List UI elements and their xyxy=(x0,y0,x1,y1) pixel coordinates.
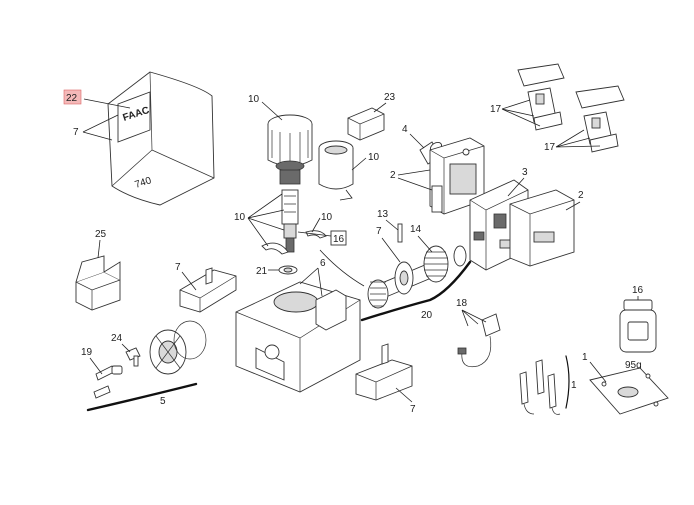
callout-14: 14 xyxy=(410,224,422,235)
callout-4: 4 xyxy=(402,124,408,135)
callout-16-badge: 16 xyxy=(333,234,345,245)
callout-17-top: 17 xyxy=(490,104,502,115)
foundation-bolts-1[interactable] xyxy=(519,359,561,415)
callout-7-rack: 7 xyxy=(410,404,416,415)
callout-24: 24 xyxy=(111,333,123,344)
rack-block-7[interactable] xyxy=(355,343,413,401)
callout-20: 20 xyxy=(421,310,433,321)
callout-7-bracket: 7 xyxy=(175,262,181,273)
callout-16-jar: 16 xyxy=(632,285,644,296)
grease-badge-16[interactable] xyxy=(330,230,347,246)
callout-7-pin: 7 xyxy=(376,226,382,237)
callout-18: 18 xyxy=(456,298,468,309)
encoder-sensor-18[interactable] xyxy=(457,313,501,368)
gearbox-housing-6[interactable] xyxy=(235,281,361,393)
callout-5: 5 xyxy=(160,396,166,407)
callout-19: 19 xyxy=(81,347,93,358)
callout-6: 6 xyxy=(320,258,326,269)
box-25[interactable] xyxy=(75,255,121,311)
control-board-bracket[interactable] xyxy=(429,137,485,215)
release-knob-5[interactable] xyxy=(149,320,207,375)
stator-10[interactable] xyxy=(318,140,354,201)
limit-switch-17-top[interactable] xyxy=(517,63,565,131)
callout-7-cover: 7 xyxy=(73,127,79,138)
callout-10-shaft: 10 xyxy=(234,212,246,223)
motor-rotor-assembly[interactable] xyxy=(267,114,313,185)
callout-10-motor: 10 xyxy=(248,94,260,105)
cover-model-text: 740 xyxy=(134,175,154,191)
callout-25: 25 xyxy=(95,229,107,240)
callout-1-top: 1 xyxy=(582,352,588,363)
callout-10-ring: 10 xyxy=(321,212,333,223)
transformer-box-2[interactable] xyxy=(509,189,575,267)
callout-13: 13 xyxy=(377,209,389,220)
gear-14[interactable] xyxy=(423,245,467,283)
washer-21[interactable] xyxy=(278,265,298,275)
grease-jar-16[interactable] xyxy=(619,299,657,353)
callout-22: 22 xyxy=(66,93,78,104)
pin-13[interactable] xyxy=(397,223,403,243)
key-19[interactable] xyxy=(93,365,123,399)
callout-3: 3 xyxy=(522,167,528,178)
limit-switch-17-bottom[interactable] xyxy=(575,85,625,153)
motor-cover[interactable] xyxy=(107,71,215,206)
capacitor-box-23[interactable] xyxy=(347,107,385,141)
bracket-7[interactable] xyxy=(179,267,237,313)
callout-21: 21 xyxy=(256,266,268,277)
jar-weight: 95g xyxy=(625,360,642,371)
motor-shaft[interactable] xyxy=(281,189,299,253)
screw-24[interactable] xyxy=(125,347,141,367)
callout-10-stator: 10 xyxy=(368,152,380,163)
callout-22-highlight xyxy=(63,89,82,105)
foundation-plate-1[interactable] xyxy=(589,367,669,415)
callout-2-board: 2 xyxy=(390,170,396,181)
callout-23: 23 xyxy=(384,92,396,103)
callout-1-side: 1 xyxy=(571,380,577,391)
callout-2-box: 2 xyxy=(578,190,584,201)
gear-train-20[interactable] xyxy=(367,261,437,309)
callout-17-bottom: 17 xyxy=(544,142,556,153)
